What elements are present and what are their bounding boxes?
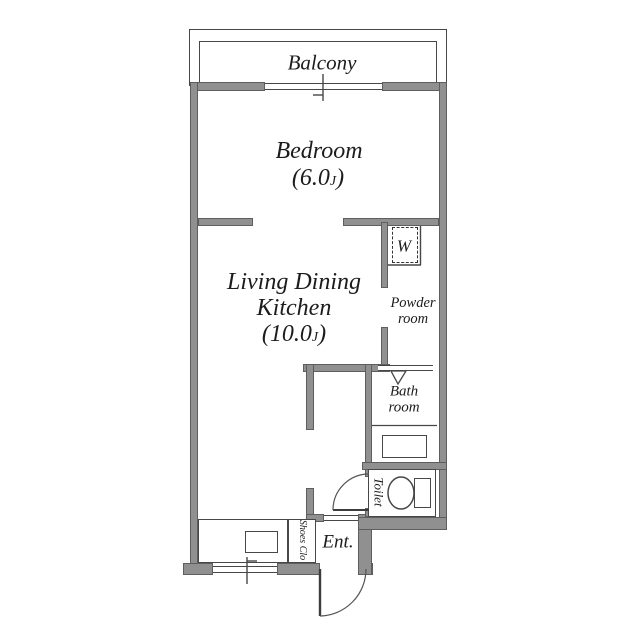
kitchen-counter — [198, 519, 288, 563]
powder-room-label-line1: Powder — [390, 294, 436, 311]
washer-space — [392, 227, 418, 263]
size-unit: J — [311, 330, 319, 345]
toilet-door-arc — [332, 473, 370, 511]
wall-hall-stub-upper — [306, 364, 314, 430]
size-value: (6.0 — [291, 165, 330, 191]
bedroom-size-label: (6.0J) — [292, 166, 344, 190]
balcony-inner-outline — [199, 41, 437, 86]
bathtub — [382, 435, 427, 458]
toilet-bowl-icon — [387, 476, 415, 510]
shoes-closet-box — [288, 519, 316, 563]
wall-bedroom-divider-right — [343, 218, 439, 226]
wall-toilet-bottom — [358, 517, 447, 530]
bath-folding-door-icon — [389, 370, 408, 386]
kitchen-window — [213, 566, 277, 573]
size-paren: ) — [318, 321, 327, 347]
entrance-label: Ent. — [322, 531, 354, 553]
entrance-door-arc — [319, 568, 367, 617]
bath-room-label-line1: Bath — [389, 383, 419, 400]
ldk-label-line1: Living Dining — [226, 269, 362, 295]
balcony-label: Balcony — [287, 50, 357, 75]
ldk-size-label: (10.0J) — [262, 322, 326, 346]
wall-powder-left-upper — [381, 222, 388, 288]
shoes-closet-label: Shoes Clo — [297, 519, 308, 561]
powder-room-label-line2: room — [397, 310, 429, 327]
wall-bottom-left — [183, 563, 213, 575]
bath-room-label-line2: room — [388, 399, 420, 416]
entrance-threshold — [324, 515, 358, 521]
size-unit: J — [329, 174, 337, 189]
toilet-label: Toilet — [371, 477, 387, 507]
ldk-label-line2: Kitchen — [256, 295, 332, 321]
washer-label: W — [396, 236, 412, 256]
bedroom-label: Bedroom — [275, 138, 363, 164]
kitchen-sink — [245, 531, 278, 553]
wall-bedroom-divider-left — [198, 218, 253, 226]
size-value: (10.0 — [261, 321, 312, 347]
size-paren: ) — [336, 165, 345, 191]
